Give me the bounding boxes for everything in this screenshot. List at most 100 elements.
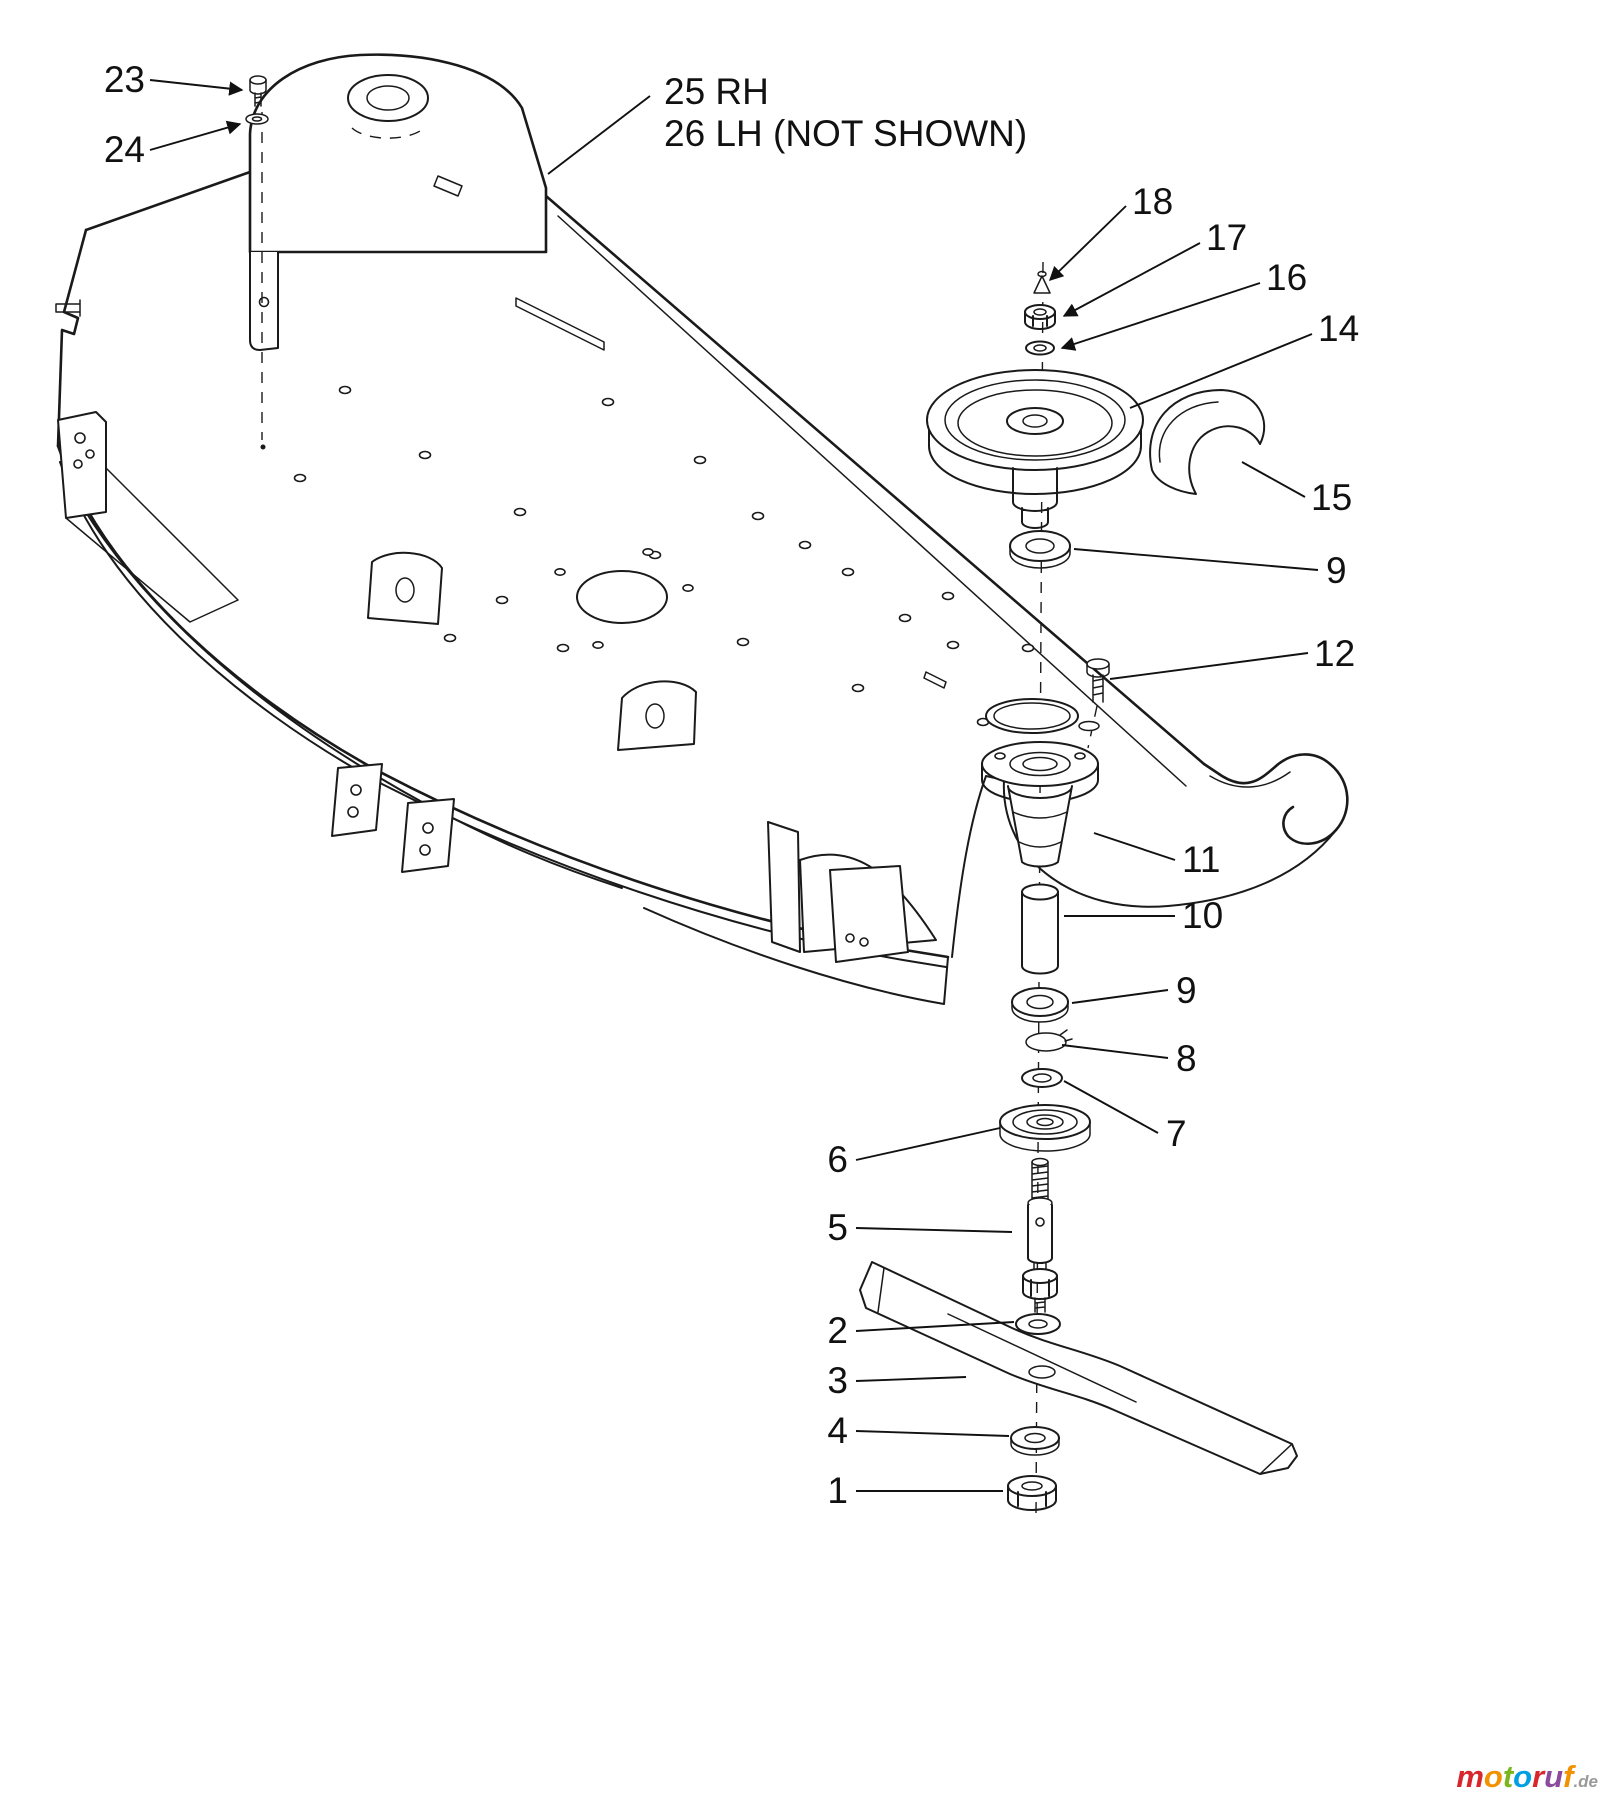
leader-18 xyxy=(1048,205,1127,281)
leader-11 xyxy=(1093,832,1176,861)
part-18-pin xyxy=(1033,270,1051,294)
deck-left-stud xyxy=(55,299,81,317)
deck-hole xyxy=(293,473,307,483)
callout-4: 4 xyxy=(827,1410,848,1451)
blade-center-hole xyxy=(1028,1365,1056,1379)
deck-right-wing-inner xyxy=(1209,771,1291,788)
spindle-gasket-outer xyxy=(985,698,1079,734)
leader-6 xyxy=(855,1127,1001,1161)
shaft-body xyxy=(1027,1204,1053,1264)
watermark-letter: f xyxy=(1563,1759,1574,1794)
leader-9-lower xyxy=(1071,989,1169,1004)
deck-hole xyxy=(495,595,509,605)
callout-9-upper: 9 xyxy=(1326,550,1347,591)
part-15-belt-guard xyxy=(1149,389,1266,495)
housing-neck xyxy=(1009,751,1071,777)
housing-flange-hole xyxy=(994,752,1006,760)
leader-23 xyxy=(149,79,244,96)
bearing-low-inner xyxy=(1026,994,1054,1010)
callout-5: 5 xyxy=(827,1207,848,1248)
callout-1: 1 xyxy=(827,1470,848,1511)
guard-outline xyxy=(1149,389,1266,495)
watermark-letter: t xyxy=(1502,1759,1514,1794)
deck-hole xyxy=(898,613,912,623)
deck-spindle-cutout xyxy=(951,775,1005,958)
washer16-outer xyxy=(1025,340,1055,356)
bearing-up-outer xyxy=(1009,530,1071,562)
discharge-plate-hole xyxy=(859,937,869,947)
part-8-snap-ring xyxy=(1025,1029,1073,1052)
callout-labels: 23 24 25 RH 26 LH (NOT SHOWN) 18 17 16 1… xyxy=(104,59,1359,1511)
deck-hole xyxy=(693,455,707,465)
callout-24: 24 xyxy=(104,129,145,170)
watermark-suffix: .de xyxy=(1573,1772,1598,1791)
deck-hole xyxy=(1021,643,1035,653)
leader-24 xyxy=(149,120,242,151)
center-hole-satellite xyxy=(682,583,694,592)
watermark-letter: r xyxy=(1532,1759,1545,1794)
callout-2: 2 xyxy=(827,1310,848,1351)
watermark: motoruf.de xyxy=(1456,1761,1598,1792)
washer24-inner xyxy=(251,116,263,122)
housing-cone xyxy=(1007,785,1073,868)
cover-hub-outer xyxy=(347,74,429,122)
leader-5 xyxy=(855,1227,1013,1233)
part-3-blade xyxy=(859,1261,1298,1475)
part-14-pulley xyxy=(926,369,1144,529)
discharge-plate-1 xyxy=(767,821,801,953)
washer4-inner xyxy=(1024,1432,1046,1444)
bolt12-head xyxy=(1086,658,1110,670)
leader-14 xyxy=(1129,333,1313,409)
watermark-letter: u xyxy=(1544,1759,1564,1794)
leader-8 xyxy=(1061,1044,1169,1059)
cover-hub-hidden-arc xyxy=(351,127,425,139)
housing-flange-hole xyxy=(1074,752,1086,760)
bearing-up-depth xyxy=(1009,545,1071,569)
part-6-cup-washer xyxy=(999,1104,1091,1152)
pin-top xyxy=(1037,270,1047,278)
blade-wing-creases xyxy=(877,1267,1293,1475)
tube-top xyxy=(1021,883,1059,901)
snap-ring-body xyxy=(1025,1032,1067,1052)
washer7-inner xyxy=(1032,1073,1052,1083)
cup-inner xyxy=(1026,1114,1064,1130)
bracket-mid-2 xyxy=(617,680,697,751)
washer24-outer xyxy=(245,113,269,125)
callout-8: 8 xyxy=(1176,1038,1197,1079)
leader-16 xyxy=(1060,282,1261,351)
leader-3 xyxy=(855,1376,967,1382)
washer2-inner xyxy=(1028,1319,1048,1329)
deck-hole xyxy=(946,640,960,650)
shaft-cross-hole xyxy=(1035,1217,1045,1227)
leader-4 xyxy=(855,1430,1010,1437)
deck-right-wing-curl xyxy=(1202,753,1349,845)
part-24-washer xyxy=(245,113,269,125)
discharge-plate-3 xyxy=(829,865,909,963)
shaft-hex-sides xyxy=(1022,1275,1058,1300)
nut17-bore xyxy=(1033,308,1047,316)
deck-front-lip-bottom xyxy=(59,461,947,968)
callout-11: 11 xyxy=(1182,839,1220,880)
leader-2 xyxy=(855,1321,1015,1332)
hanger-tab-1-hole xyxy=(347,806,359,818)
shaft-top xyxy=(1031,1157,1049,1167)
center-hole-ring xyxy=(576,570,668,624)
left-bracket-hole xyxy=(73,459,83,469)
housing-flange xyxy=(981,741,1099,787)
deck-brackets xyxy=(331,551,937,963)
pulley-groove-1 xyxy=(944,379,1126,461)
deck-holes xyxy=(293,385,1035,727)
leader-25-26 xyxy=(547,95,651,175)
bracket-mid-1 xyxy=(367,551,443,625)
washer2-outer xyxy=(1015,1313,1061,1335)
hanger-tab-2 xyxy=(401,798,455,873)
callout-3: 3 xyxy=(827,1360,848,1401)
shaft-threads-top xyxy=(1031,1161,1049,1201)
housing-cone-ribs xyxy=(1012,811,1068,848)
housing-bore xyxy=(1022,756,1058,772)
callout-18: 18 xyxy=(1132,181,1173,222)
bearing-low-outer xyxy=(1011,987,1069,1017)
deck-hole xyxy=(798,540,812,550)
cover-centerline-dot xyxy=(260,444,266,450)
